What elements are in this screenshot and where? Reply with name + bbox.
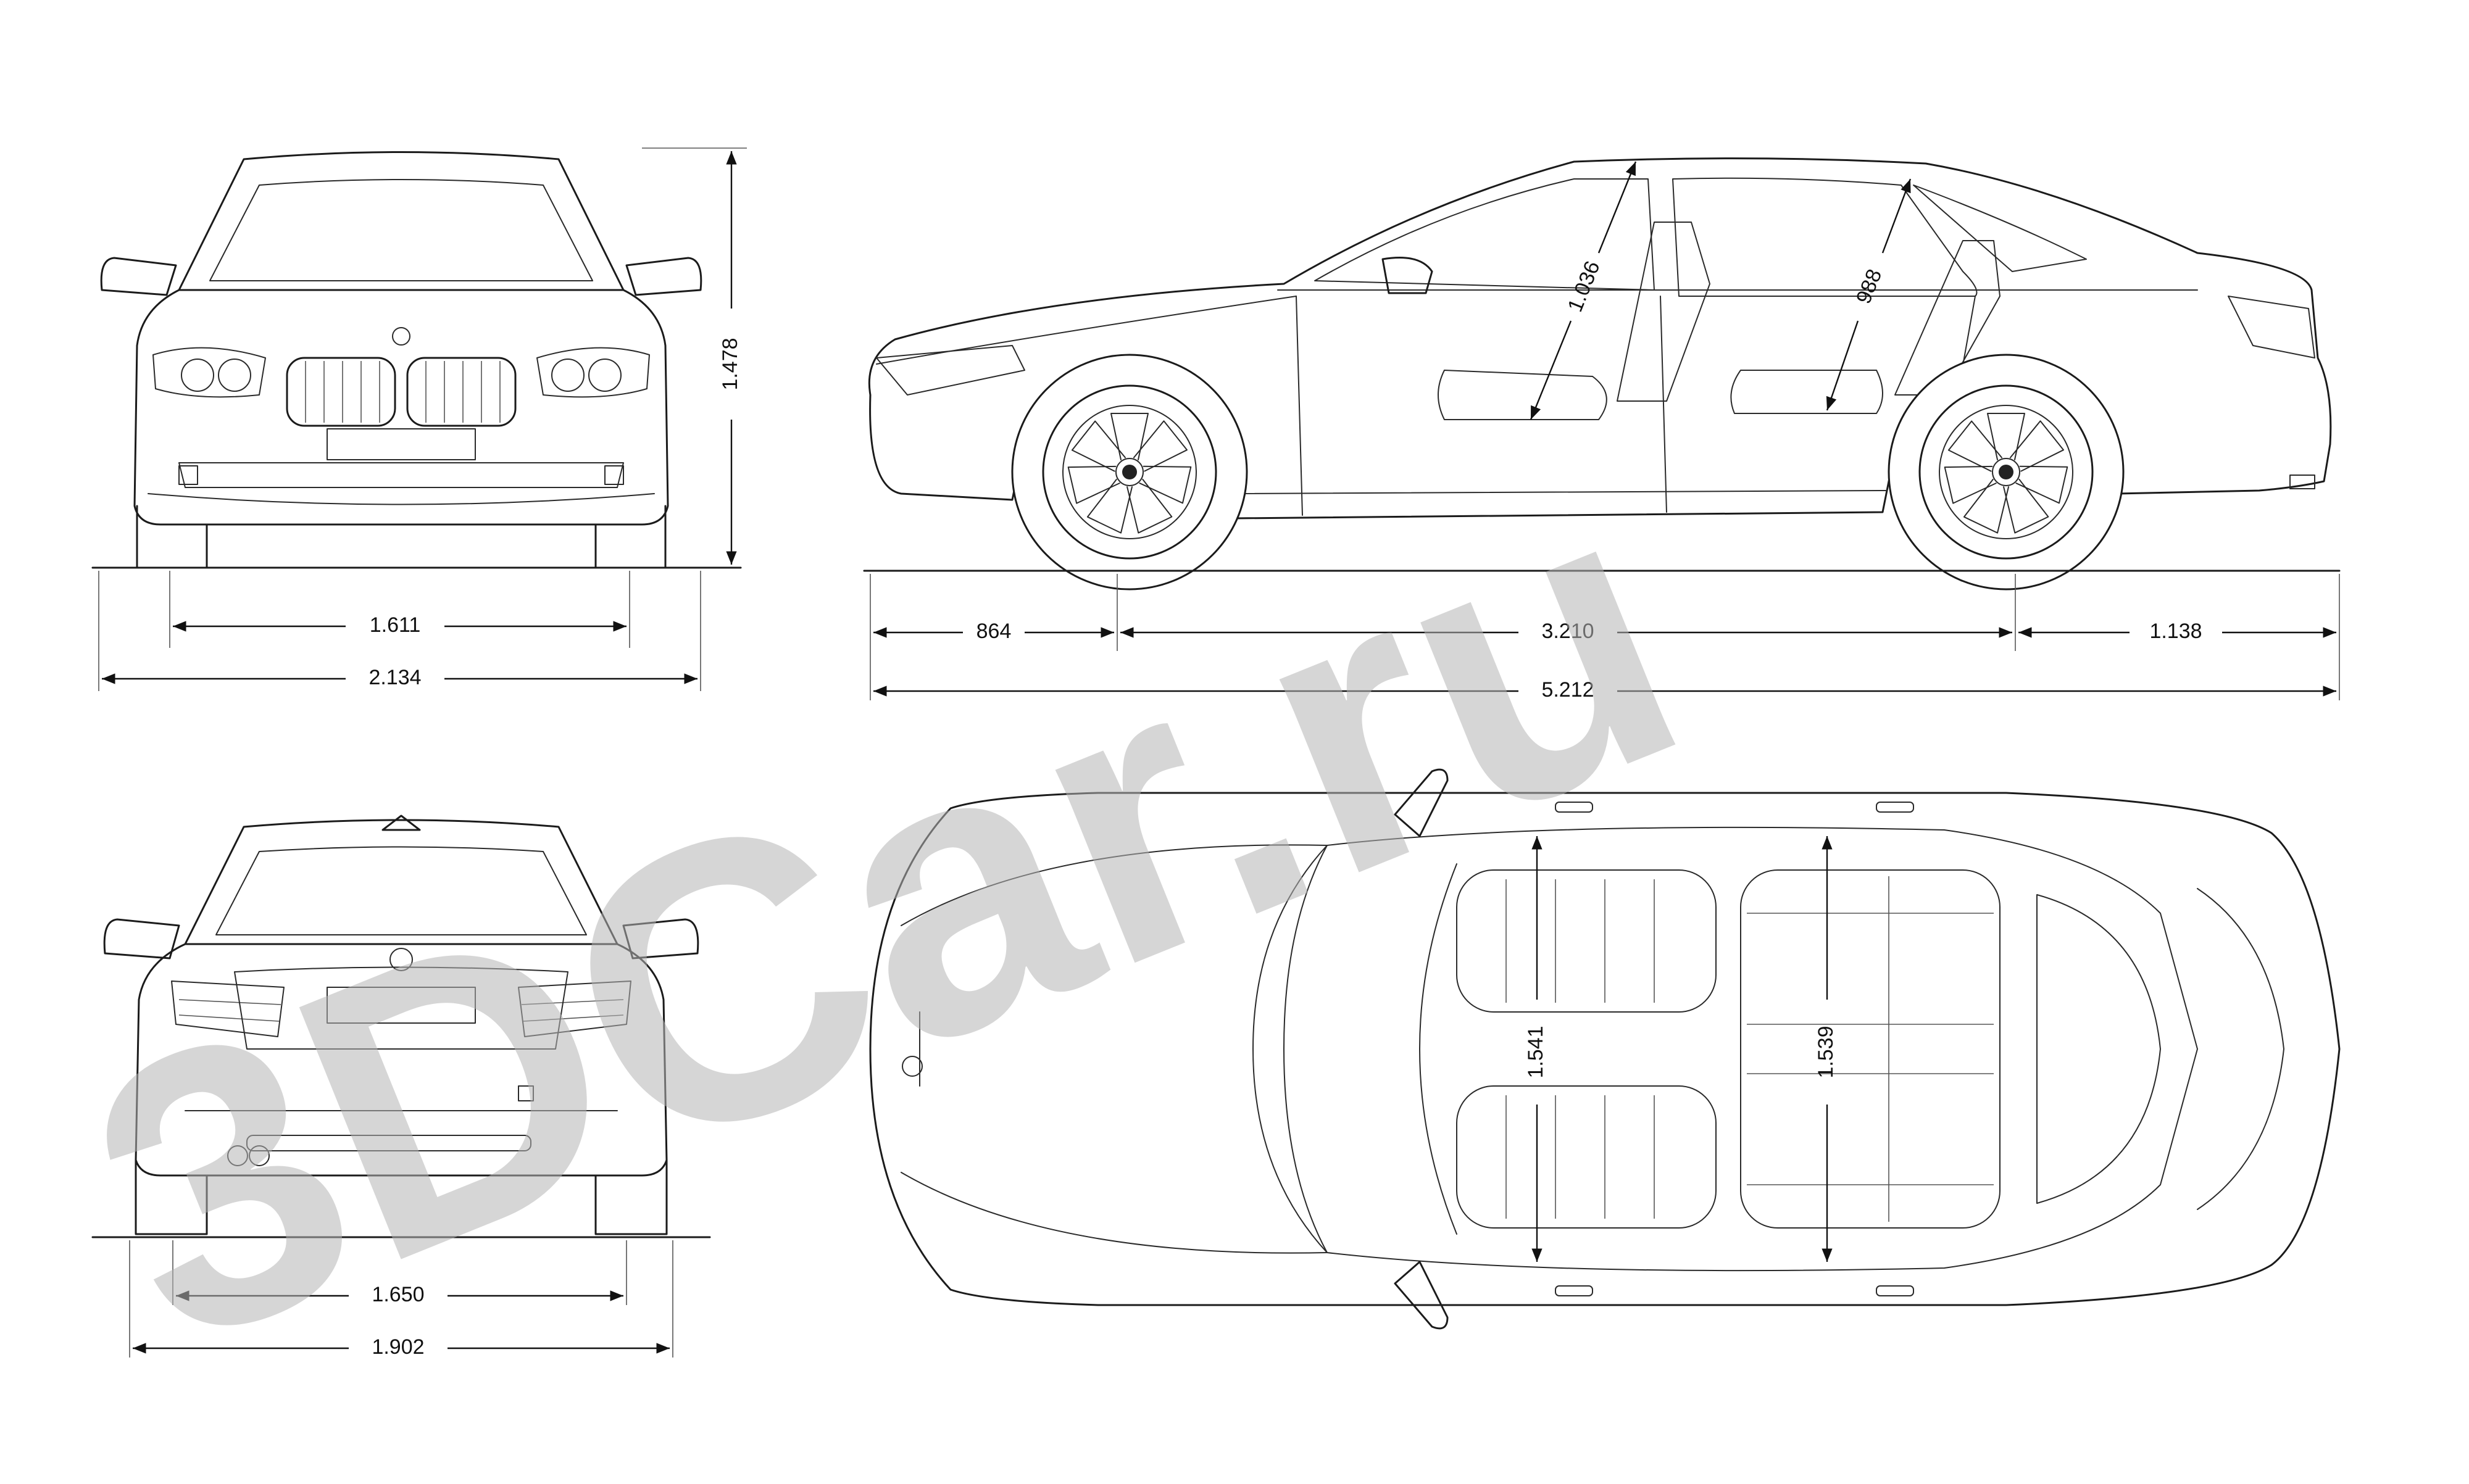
watermark: 3DCar.ru xyxy=(39,404,1731,1429)
dim-front-track: 1.611 xyxy=(370,613,421,637)
dim-front-shoulder-width: 1.541 xyxy=(1524,1026,1547,1078)
side-view xyxy=(868,157,2332,591)
dimension-lines: 1.611 2.134 1.478 864 3.210 1.138 5.212 … xyxy=(98,147,2340,1359)
ground-lines xyxy=(91,566,2341,1238)
dim-overall-width-mirrors: 2.134 xyxy=(368,666,421,689)
dim-front-overhang: 864 xyxy=(976,620,1012,643)
dim-rear-track: 1.650 xyxy=(372,1283,424,1306)
dim-wheelbase: 3.210 xyxy=(1541,620,1594,643)
dim-rear-overhang: 1.138 xyxy=(2149,620,2202,643)
top-view xyxy=(869,768,2341,1330)
dim-front-headroom: 1.036 xyxy=(1563,258,1605,315)
dim-overall-length: 5.212 xyxy=(1541,678,1594,702)
dim-height: 1.478 xyxy=(718,338,742,390)
dim-rear-headroom: 988 xyxy=(1852,266,1886,307)
front-view xyxy=(100,151,702,569)
rear-view xyxy=(103,815,699,1235)
dim-overall-width: 1.902 xyxy=(372,1335,424,1359)
dim-rear-shoulder-width: 1.539 xyxy=(1814,1026,1838,1078)
